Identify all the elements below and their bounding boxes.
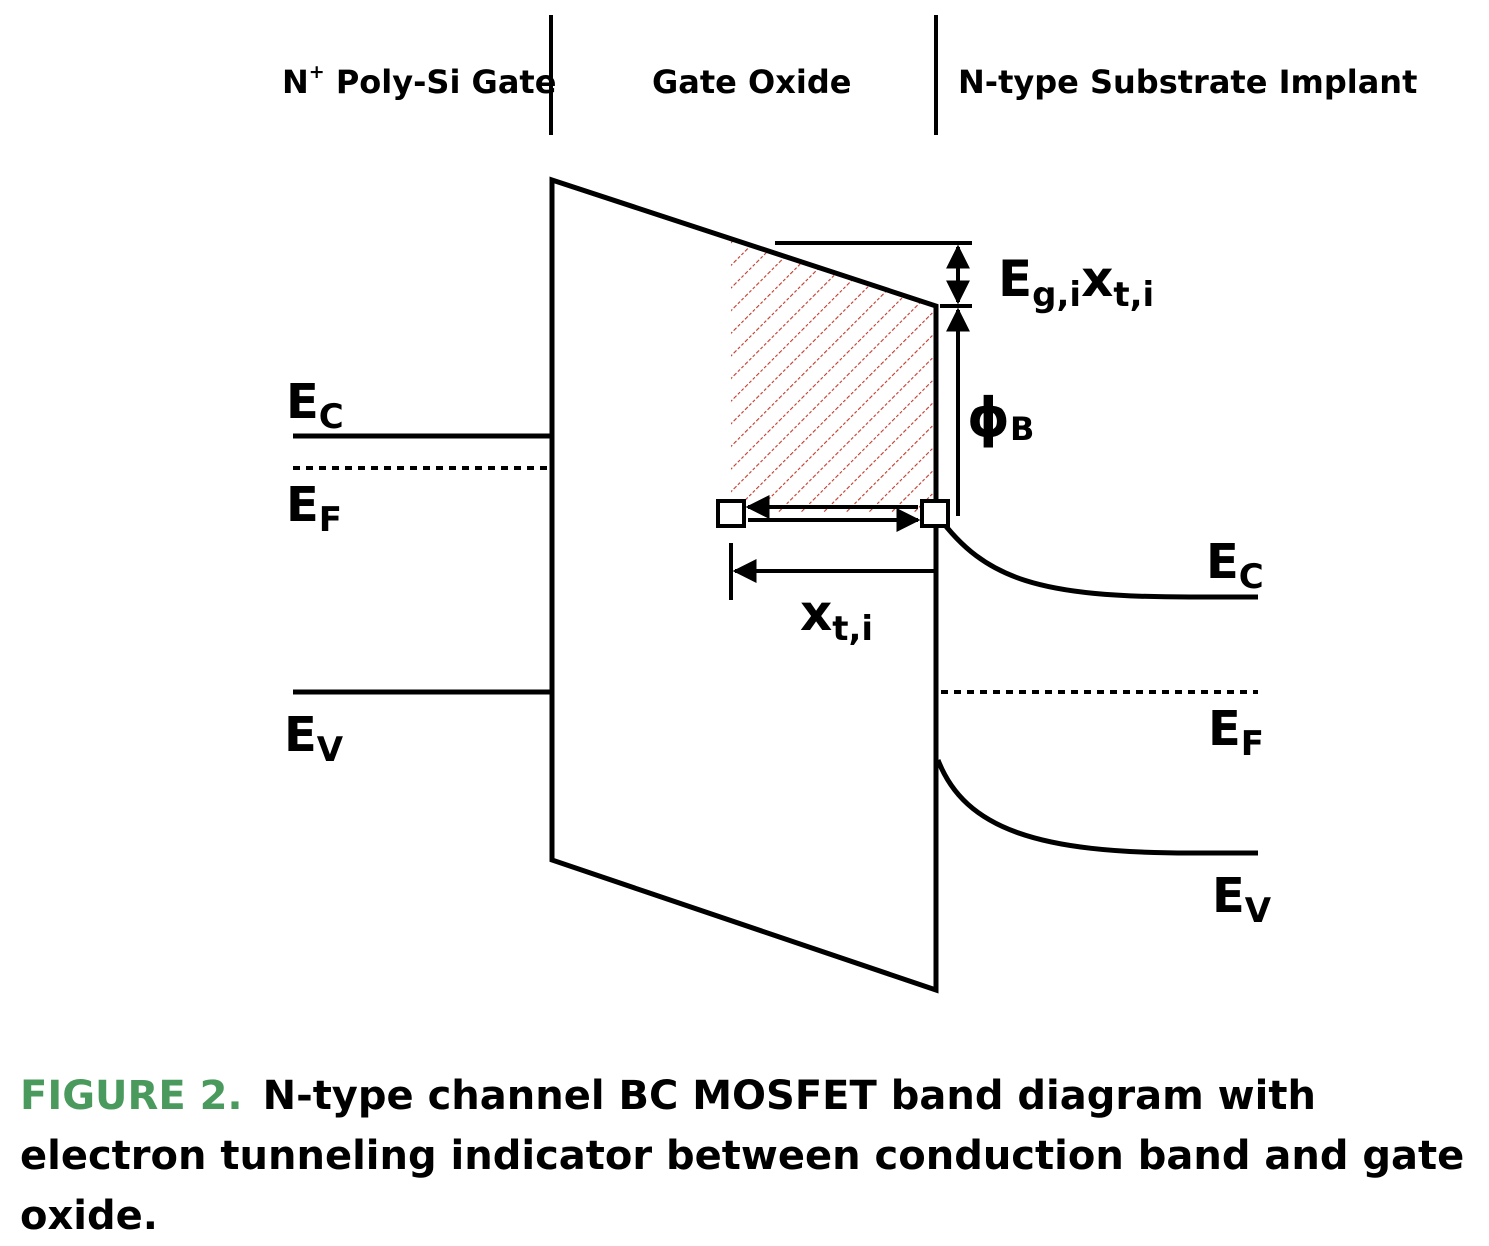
- gate-ev-label: EV: [284, 707, 344, 770]
- substrate-ev-curve: [935, 759, 1258, 856]
- oxide-band: [549, 176, 939, 994]
- substrate-ec-curve: [935, 514, 1258, 600]
- tunnel-start-marker: [716, 499, 746, 528]
- eg-xt-label: Eg,ixt,i: [998, 250, 1154, 315]
- phi-b-label: ϕB: [967, 386, 1034, 449]
- substrate-ec-label: EC: [1206, 534, 1264, 597]
- gate-ec-label: EC: [286, 374, 344, 437]
- tunneling-region-hatch: [731, 237, 936, 512]
- oxide-region-label: Gate Oxide: [652, 63, 851, 101]
- substrate-region-label: N-type Substrate Implant: [958, 63, 1417, 101]
- substrate-ev-label: EV: [1212, 868, 1272, 931]
- band-diagram: N+ Poly-Si Gate Gate Oxide N-type Substr…: [282, 15, 1417, 994]
- figure-label: FIGURE 2.: [20, 1073, 243, 1119]
- substrate-ef-label: EF: [1208, 701, 1264, 764]
- gate-ef-label: EF: [286, 477, 342, 540]
- figure-caption: FIGURE 2.N-type channel BC MOSFET band d…: [20, 1066, 1480, 1246]
- xt-label: xt,i: [800, 584, 873, 649]
- gate-region-label: N+ Poly-Si Gate: [282, 61, 556, 101]
- tunnel-end-marker: [920, 499, 950, 528]
